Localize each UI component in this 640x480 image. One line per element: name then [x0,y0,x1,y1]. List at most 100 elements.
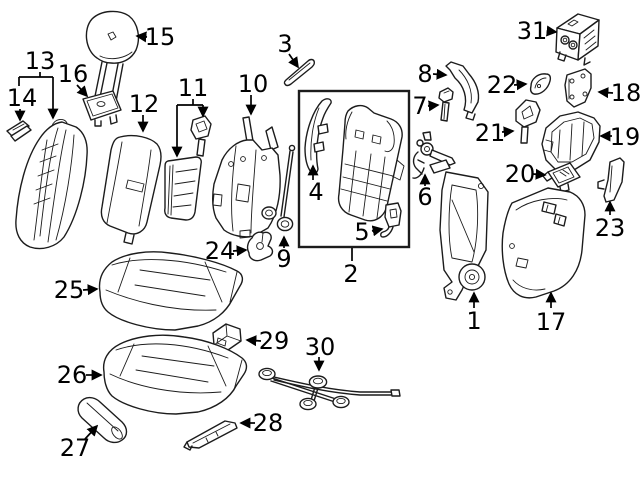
callout-1: 1 [466,291,482,335]
callout-4-label: 4 [308,178,323,206]
part-26-cushion-pad [102,334,248,415]
part-24-bracket [246,231,274,262]
callout-8: 8 [417,60,448,88]
callout-17: 17 [536,291,567,336]
part-11-actuator [190,115,212,157]
part-2-frame-assembly [337,104,405,222]
callout-16-label: 16 [58,60,89,88]
part-3-trim-strip [283,58,316,87]
callout-13: 13 [18,47,59,120]
part-23-trim-blade [597,157,625,203]
callout-17-label: 17 [536,308,567,336]
callout-27-arrow [84,424,99,440]
part-28-trim-rail [183,420,238,451]
callout-31: 31 [517,17,558,45]
callout-8-arrow [432,68,448,80]
callout-11: 11 [171,74,209,158]
callout-3-arrow [288,53,299,69]
part-21-bracket [515,99,541,144]
callout-24-label: 24 [205,237,236,265]
callout-6: 6 [417,173,433,211]
callout-13-bracket [18,72,53,86]
part-25-cushion-pad [98,251,244,331]
part-27-bolster-pad [77,396,128,444]
callout-24-arrow [232,245,248,257]
callout-12: 12 [129,90,160,133]
callout-3-label: 3 [277,30,292,58]
part-8-bracket [445,61,480,121]
callout-18-arrow [597,87,614,99]
callout-20-label: 20 [505,160,536,188]
callout-28-label: 28 [253,409,284,437]
callout-19: 19 [599,123,640,151]
part-31-control-module [555,13,600,66]
part-4-side-bracket [304,98,332,175]
callout-30: 30 [305,333,336,372]
callout-29-label: 29 [259,327,290,355]
callout-2-label: 2 [343,260,358,288]
callout-25-arrow [82,284,99,296]
callout-15: 15 [135,23,176,51]
callout-7-label: 7 [412,92,427,120]
callout-21: 21 [475,119,515,147]
part-7-bolt [438,87,454,122]
callout-27: 27 [60,424,99,462]
callout-9-label: 9 [276,245,291,273]
callout-7: 7 [412,92,440,120]
callout-26-label: 26 [57,361,88,389]
callout-18-label: 18 [611,79,640,107]
callout-9: 9 [276,235,292,273]
callout-25-label: 25 [54,276,85,304]
callout-10: 10 [238,70,269,116]
part-1-recliner-frame [429,159,489,301]
part-11-lumbar-mat [164,156,202,221]
callout-13-label: 13 [25,47,56,75]
callout-7-arrow [427,100,440,112]
callout-14: 14 [7,84,38,122]
part-30-wiring-harness [258,367,401,411]
callout-23: 23 [595,200,626,242]
callout-29-arrow [245,335,262,347]
part-6-lock-mechanism [412,131,456,179]
callout-20-arrow [532,168,547,180]
callout-24: 24 [205,237,248,265]
part-12-back-panel [100,134,162,245]
assembly-2-box [297,89,411,249]
callout-22: 22 [487,71,528,99]
part-9-guide-rollers [261,144,296,232]
callout-29: 29 [245,327,290,355]
callout-27-label: 27 [60,434,91,462]
callout-31-label: 31 [517,17,548,45]
callout-18: 18 [597,79,640,107]
callout-8-label: 8 [417,60,432,88]
callout-6-label: 6 [417,183,432,211]
callout-4: 4 [307,164,324,206]
callout-14-label: 14 [7,84,38,112]
callout-22-arrow [513,79,528,91]
part-18-mount-plate [564,68,592,108]
callout-12-label: 12 [129,90,160,118]
callout-20: 20 [505,160,547,188]
callout-21-arrow [501,126,515,138]
callout-15-arrow [135,31,148,43]
callout-3: 3 [277,30,299,69]
callout-30-label: 30 [305,333,336,361]
callout-22-label: 22 [487,71,518,99]
callout-28: 28 [239,409,284,437]
callout-31-arrow [546,25,558,37]
callout-23-label: 23 [595,214,626,242]
callout-5: 5 [354,218,384,246]
part-16-bracket-plate [82,90,122,127]
part-22-cover [529,73,552,95]
callout-26: 26 [57,361,103,389]
callout-19-label: 19 [610,123,640,151]
part-10-back-frame [211,116,281,239]
part-14-clip [6,120,32,142]
callout-15-label: 15 [145,23,176,51]
part-19-side-shell [541,111,601,171]
callout-16: 16 [58,60,89,98]
callout-5-label: 5 [354,218,369,246]
callout-10-label: 10 [238,70,269,98]
